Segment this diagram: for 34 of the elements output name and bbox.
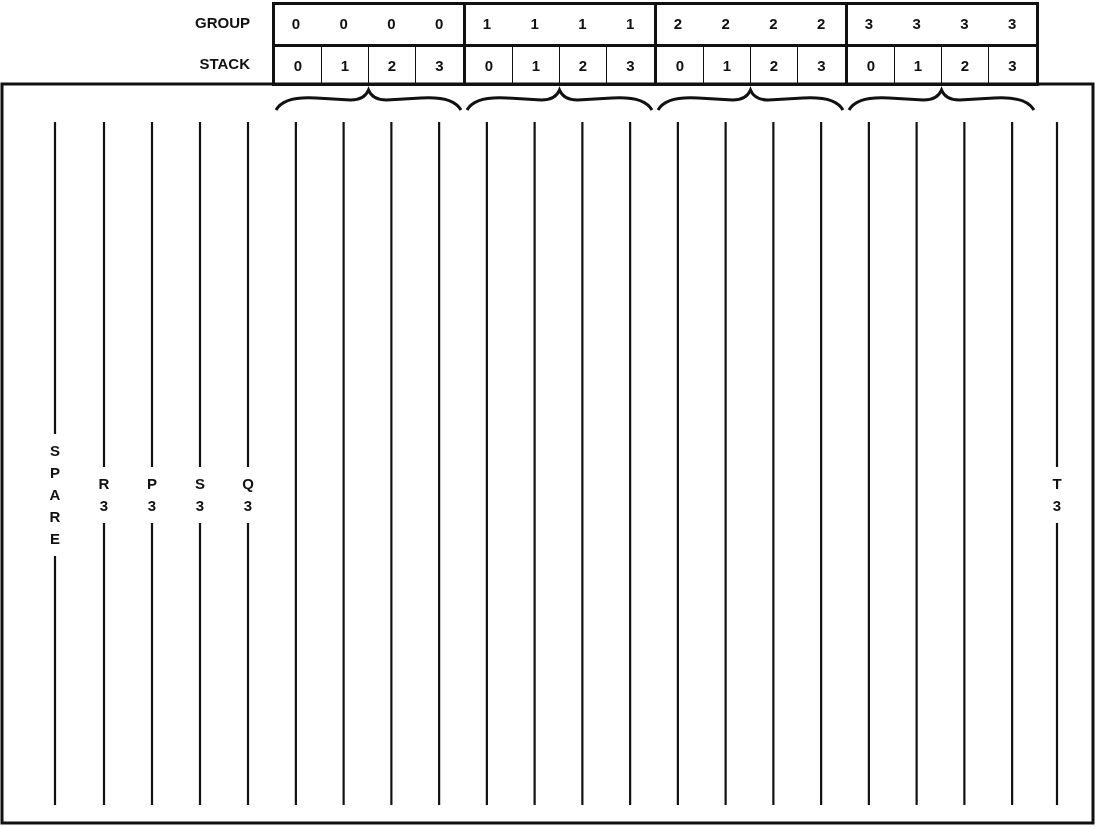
row-header: GROUP xyxy=(194,14,250,31)
table-cell-text: 3 xyxy=(434,55,445,76)
row-header: STACK xyxy=(198,55,250,72)
table-cell: 0 xyxy=(848,47,895,83)
group-number: 1 xyxy=(577,15,588,32)
group-number: 2 xyxy=(815,15,827,32)
table-cell: 1 xyxy=(704,47,751,83)
group-number: 0 xyxy=(290,15,302,32)
table-cell: 1 xyxy=(513,47,560,83)
table-cell: 0 xyxy=(275,47,322,83)
table-cell: 2 xyxy=(560,47,607,83)
group-number: 2 xyxy=(672,15,684,32)
group-number: 0 xyxy=(386,15,397,32)
group-number: 3 xyxy=(863,15,875,32)
table-cell: 2 xyxy=(942,47,989,83)
table-cell: 0 xyxy=(466,47,513,83)
group-number: 2 xyxy=(768,15,779,32)
table-cell: 1 xyxy=(322,47,369,83)
group-number: 3 xyxy=(911,15,922,32)
group-number: 3 xyxy=(1006,15,1018,32)
table-cell: 2 xyxy=(369,47,416,83)
table-cell: 0 xyxy=(657,47,704,83)
group-number: 1 xyxy=(481,15,493,32)
group-number: 0 xyxy=(433,15,445,32)
group-number: 1 xyxy=(624,15,636,32)
group-number: 3 xyxy=(959,15,970,32)
table-cell-text: 3 xyxy=(1007,55,1018,76)
table-cell-text: 3 xyxy=(816,55,827,76)
table-cell: 1 xyxy=(895,47,942,83)
group-number: 1 xyxy=(529,15,540,32)
table-cell-text: 3 xyxy=(625,55,636,76)
group-number: 2 xyxy=(720,15,731,32)
table-cell: 2 xyxy=(751,47,798,83)
group-number: 0 xyxy=(338,15,349,32)
